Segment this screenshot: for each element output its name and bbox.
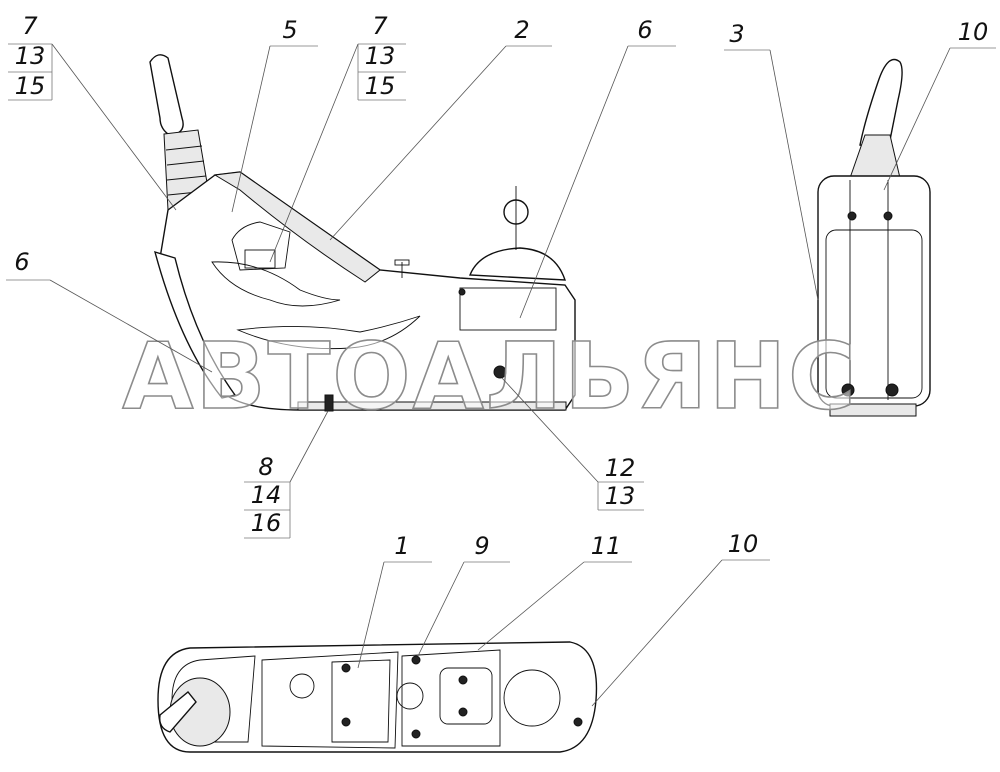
top-view-bracket xyxy=(331,659,391,743)
callout-7-13-15-mid: 7 13 15 xyxy=(269,12,406,263)
leader-line xyxy=(231,45,271,213)
callout-5: 5 xyxy=(231,16,318,213)
callout-label: 9 xyxy=(474,532,489,560)
upper-slot xyxy=(211,261,341,307)
callout-label: 13 xyxy=(365,42,396,70)
callout-label: 13 xyxy=(605,482,636,510)
leader-line xyxy=(477,561,585,651)
side-view-assembly xyxy=(149,54,576,412)
end-screw-tl xyxy=(847,211,857,221)
leader-line xyxy=(51,43,177,211)
callout-label: 13 xyxy=(15,42,46,70)
callout-8-14-16: 8 14 16 xyxy=(244,410,329,539)
screw-9-a xyxy=(411,655,421,665)
callout-label: 11 xyxy=(591,532,622,560)
callout-label: 14 xyxy=(251,481,282,509)
callout-shelf xyxy=(357,43,406,101)
leader-line xyxy=(519,45,629,319)
leader-line xyxy=(417,561,465,657)
callout-2: 2 xyxy=(329,16,552,241)
leader-line xyxy=(329,45,507,241)
callout-label: 16 xyxy=(251,509,282,537)
top-view-panel xyxy=(261,651,399,749)
leader-line xyxy=(49,279,213,373)
rear-dome xyxy=(468,247,566,281)
end-base xyxy=(829,403,917,417)
callout-label: 10 xyxy=(958,18,989,46)
top-view-mid-plate xyxy=(401,649,501,747)
screw-12 xyxy=(493,365,507,379)
side-plate xyxy=(231,221,291,271)
top-view-assembly xyxy=(157,641,598,753)
callout-1: 1 xyxy=(357,532,432,669)
leader-line xyxy=(591,559,723,707)
stud-nut xyxy=(394,259,410,266)
small-screw xyxy=(458,288,466,296)
callout-label: 7 xyxy=(22,12,38,40)
leader-line xyxy=(289,410,329,483)
front-guard xyxy=(153,250,237,399)
joystick-handle xyxy=(149,54,184,135)
lower-slot xyxy=(236,315,421,350)
callout-label: 10 xyxy=(728,530,759,558)
top-view-handle xyxy=(159,691,197,733)
top-view-boss xyxy=(396,682,424,710)
callout-9: 9 xyxy=(417,532,510,657)
screw-10 xyxy=(573,717,583,727)
end-screw-bl xyxy=(841,383,855,397)
leader-line xyxy=(501,377,599,483)
end-handle xyxy=(859,58,903,151)
callout-12-13: 12 13 xyxy=(501,377,644,511)
watermark-text: АВТОАЛЬЯНС xyxy=(122,323,857,430)
bottom-screw xyxy=(324,394,334,412)
callout-label: 6 xyxy=(14,248,29,276)
top-view-knob xyxy=(289,673,315,699)
panel-screw-a xyxy=(341,663,351,673)
socket-screw-a xyxy=(458,675,468,685)
callout-label: 12 xyxy=(605,454,636,482)
callout-label: 7 xyxy=(372,12,388,40)
callout-label: 15 xyxy=(15,72,46,100)
callout-6-top: 6 xyxy=(519,16,676,319)
end-view-assembly xyxy=(817,58,931,417)
callout-7-13-15-left: 7 13 15 xyxy=(8,12,177,211)
callout-label: 8 xyxy=(258,453,273,481)
rear-panel xyxy=(459,287,557,331)
end-cover xyxy=(825,229,923,399)
callout-label: 15 xyxy=(365,72,396,100)
callout-label: 2 xyxy=(514,16,529,44)
callout-10-top: 10 xyxy=(883,18,996,191)
bracket xyxy=(244,249,276,269)
top-view-housing xyxy=(157,641,598,753)
callout-label: 3 xyxy=(729,20,744,48)
leader-line xyxy=(883,47,951,191)
base-plate xyxy=(297,401,567,411)
leader-line xyxy=(269,43,359,263)
end-screw-br xyxy=(885,383,899,397)
callout-label: 5 xyxy=(282,16,297,44)
callout-shelf xyxy=(8,43,53,101)
callout-shelf xyxy=(244,481,291,539)
top-view-socket xyxy=(439,667,493,725)
socket-screw-b xyxy=(458,707,468,717)
callout-11: 11 xyxy=(477,532,632,651)
leader-line xyxy=(357,561,385,669)
callout-shelf xyxy=(597,481,644,511)
callout-10-bottom: 10 xyxy=(591,530,770,707)
top-view-disk xyxy=(503,669,561,727)
callout-label: 1 xyxy=(394,532,409,560)
callout-3: 3 xyxy=(724,20,819,301)
boot-ribs xyxy=(165,145,209,196)
callout-6-left: 6 xyxy=(6,248,213,373)
callout-label: 6 xyxy=(637,16,652,44)
panel-screw-b xyxy=(341,717,351,727)
screw-9-b xyxy=(411,729,421,739)
leader-line xyxy=(769,49,819,301)
top-panel xyxy=(213,171,381,283)
end-screw-tr xyxy=(883,211,893,221)
